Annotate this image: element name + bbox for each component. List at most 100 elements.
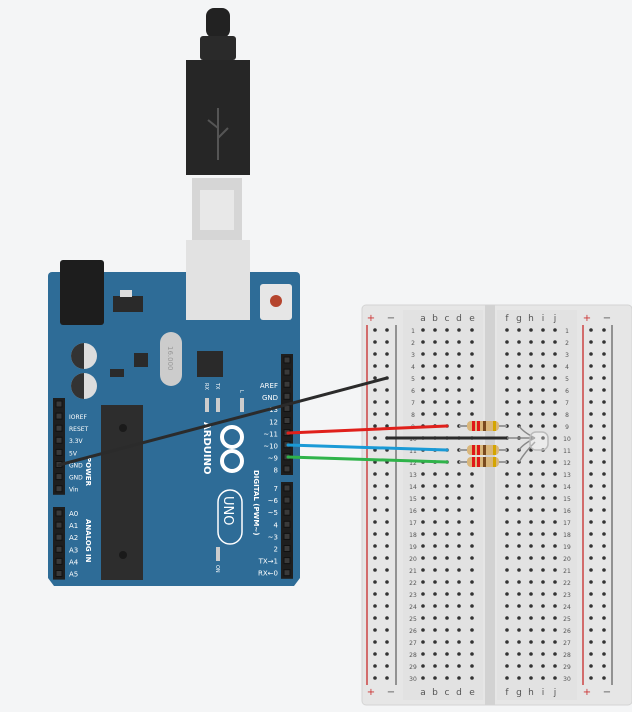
- header-pin[interactable]: [283, 465, 291, 473]
- breadboard-hole[interactable]: [529, 352, 533, 356]
- breadboard-hole[interactable]: [421, 604, 425, 608]
- header-pin[interactable]: [55, 509, 63, 517]
- breadboard-hole[interactable]: [433, 400, 437, 404]
- breadboard-hole[interactable]: [373, 616, 377, 620]
- breadboard-hole[interactable]: [529, 532, 533, 536]
- header-pin[interactable]: [55, 412, 63, 420]
- breadboard-hole[interactable]: [385, 508, 389, 512]
- breadboard-hole[interactable]: [541, 460, 545, 464]
- breadboard-hole[interactable]: [385, 400, 389, 404]
- breadboard-hole[interactable]: [541, 328, 545, 332]
- breadboard-hole[interactable]: [385, 520, 389, 524]
- breadboard-hole[interactable]: [457, 484, 461, 488]
- breadboard-hole[interactable]: [385, 544, 389, 548]
- breadboard-hole[interactable]: [373, 352, 377, 356]
- wire-pin11[interactable]: [286, 424, 449, 435]
- breadboard-hole[interactable]: [457, 388, 461, 392]
- breadboard-hole[interactable]: [517, 340, 521, 344]
- breadboard-hole[interactable]: [373, 508, 377, 512]
- breadboard-hole[interactable]: [373, 604, 377, 608]
- breadboard-hole[interactable]: [421, 568, 425, 572]
- breadboard-hole[interactable]: [553, 508, 557, 512]
- breadboard-hole[interactable]: [529, 592, 533, 596]
- breadboard-hole[interactable]: [505, 340, 509, 344]
- breadboard-hole[interactable]: [457, 544, 461, 548]
- breadboard-hole[interactable]: [589, 616, 593, 620]
- breadboard-hole[interactable]: [602, 628, 606, 632]
- breadboard-hole[interactable]: [421, 484, 425, 488]
- breadboard-hole[interactable]: [589, 496, 593, 500]
- breadboard-hole[interactable]: [470, 556, 474, 560]
- breadboard-hole[interactable]: [385, 388, 389, 392]
- breadboard-hole[interactable]: [433, 340, 437, 344]
- breadboard-hole[interactable]: [373, 628, 377, 632]
- breadboard-hole[interactable]: [457, 472, 461, 476]
- breadboard-hole[interactable]: [505, 616, 509, 620]
- breadboard-hole[interactable]: [505, 544, 509, 548]
- breadboard-hole[interactable]: [433, 412, 437, 416]
- breadboard-hole[interactable]: [433, 544, 437, 548]
- breadboard-hole[interactable]: [433, 388, 437, 392]
- breadboard-hole[interactable]: [517, 604, 521, 608]
- breadboard-hole[interactable]: [445, 340, 449, 344]
- breadboard-hole[interactable]: [445, 544, 449, 548]
- breadboard-hole[interactable]: [505, 604, 509, 608]
- breadboard-hole[interactable]: [445, 400, 449, 404]
- breadboard-hole[interactable]: [433, 568, 437, 572]
- breadboard-hole[interactable]: [385, 568, 389, 572]
- breadboard-hole[interactable]: [517, 544, 521, 548]
- breadboard-hole[interactable]: [505, 652, 509, 656]
- breadboard-hole[interactable]: [457, 556, 461, 560]
- breadboard-hole[interactable]: [421, 412, 425, 416]
- breadboard-hole[interactable]: [445, 616, 449, 620]
- breadboard-hole[interactable]: [589, 556, 593, 560]
- breadboard-hole[interactable]: [505, 328, 509, 332]
- breadboard-hole[interactable]: [373, 532, 377, 536]
- breadboard-hole[interactable]: [505, 376, 509, 380]
- breadboard-hole[interactable]: [505, 400, 509, 404]
- breadboard-hole[interactable]: [433, 472, 437, 476]
- breadboard-hole[interactable]: [433, 328, 437, 332]
- breadboard-hole[interactable]: [553, 616, 557, 620]
- breadboard-hole[interactable]: [385, 424, 389, 428]
- arduino-uno-board[interactable]: 16.000 RX TX L ON ARDUINO UNO POWER ANAL…: [48, 240, 300, 586]
- breadboard-hole[interactable]: [457, 616, 461, 620]
- breadboard-hole[interactable]: [553, 412, 557, 416]
- breadboard-hole[interactable]: [470, 616, 474, 620]
- breadboard-hole[interactable]: [541, 604, 545, 608]
- breadboard-hole[interactable]: [541, 508, 545, 512]
- header-pin[interactable]: [55, 473, 63, 481]
- breadboard-hole[interactable]: [445, 556, 449, 560]
- breadboard-hole[interactable]: [602, 508, 606, 512]
- breadboard-hole[interactable]: [457, 640, 461, 644]
- breadboard-hole[interactable]: [421, 544, 425, 548]
- breadboard-hole[interactable]: [445, 652, 449, 656]
- breadboard-hole[interactable]: [385, 628, 389, 632]
- breadboard-hole[interactable]: [505, 580, 509, 584]
- breadboard-hole[interactable]: [433, 484, 437, 488]
- breadboard-hole[interactable]: [470, 592, 474, 596]
- breadboard-hole[interactable]: [433, 628, 437, 632]
- breadboard-hole[interactable]: [589, 424, 593, 428]
- breadboard-hole[interactable]: [373, 652, 377, 656]
- breadboard-hole[interactable]: [470, 640, 474, 644]
- breadboard-hole[interactable]: [385, 676, 389, 680]
- breadboard-hole[interactable]: [529, 484, 533, 488]
- breadboard-hole[interactable]: [553, 460, 557, 464]
- breadboard-hole[interactable]: [553, 580, 557, 584]
- breadboard-hole[interactable]: [589, 484, 593, 488]
- breadboard-hole[interactable]: [505, 388, 509, 392]
- breadboard-hole[interactable]: [517, 364, 521, 368]
- breadboard-hole[interactable]: [457, 376, 461, 380]
- breadboard-hole[interactable]: [470, 604, 474, 608]
- breadboard-hole[interactable]: [385, 616, 389, 620]
- breadboard-hole[interactable]: [517, 484, 521, 488]
- breadboard-hole[interactable]: [505, 532, 509, 536]
- breadboard-hole[interactable]: [602, 652, 606, 656]
- breadboard-hole[interactable]: [553, 592, 557, 596]
- breadboard-hole[interactable]: [421, 352, 425, 356]
- header-pin[interactable]: [283, 368, 291, 376]
- breadboard-hole[interactable]: [373, 496, 377, 500]
- breadboard-hole[interactable]: [470, 544, 474, 548]
- breadboard-hole[interactable]: [445, 664, 449, 668]
